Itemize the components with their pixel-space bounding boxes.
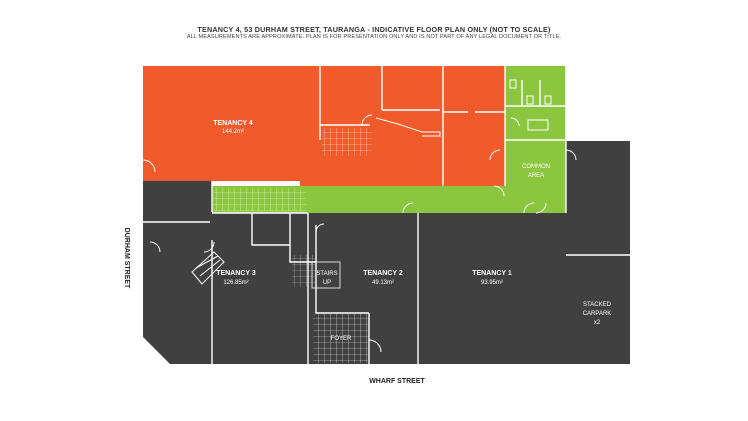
stairs-label-line1: STAIRS — [316, 271, 337, 277]
tenancy-2-area-label: 49.13m² — [372, 280, 394, 286]
toilet-fixtures — [509, 79, 552, 131]
tenancy-3-inner-area — [212, 212, 318, 364]
tenancy-3-stairs — [292, 255, 316, 287]
common-area-label-line2: AREA — [528, 173, 544, 179]
tenancy-4-label: TENANCY 4 — [213, 120, 253, 127]
ramp — [375, 117, 441, 137]
plan-title: TENANCY 4, 53 DURHAM STREET, TAURANGA - … — [197, 25, 551, 34]
tenancy-4-area-label: 144.2m² — [222, 129, 244, 135]
door-swings — [142, 114, 577, 353]
tenancy-2-label: TENANCY 2 — [363, 270, 403, 277]
carpark-label-line1: STACKED — [583, 302, 612, 308]
durham-street-label: DURHAM STREET — [123, 228, 130, 289]
stairs-label-line2: UP — [323, 280, 331, 286]
tenancy-3-area — [143, 181, 212, 364]
diagonal-stair — [191, 251, 225, 285]
plan-disclaimer: ALL MEASUREMENTS ARE APPROXIMATE. PLAN I… — [186, 34, 562, 40]
tenancy-1-area — [418, 213, 566, 364]
carpark-area — [566, 141, 630, 364]
tenancy-3-label: TENANCY 3 — [216, 270, 256, 277]
corridor-stairs — [214, 188, 306, 211]
foyer-label: FOYER — [331, 336, 352, 342]
carpark-label-line2: CARPARK — [583, 311, 612, 317]
tenancy-4-stairs — [322, 128, 372, 156]
carpark-label-line3: x2 — [594, 320, 601, 326]
tenancy-1-area-label: 93.95m² — [481, 280, 503, 286]
common-area-label-line1: COMMON — [522, 164, 550, 170]
wharf-street-label: WHARF STREET — [369, 378, 425, 385]
tenancy-1-label: TENANCY 1 — [472, 270, 512, 277]
foyer-floor — [313, 313, 369, 363]
tenancy-3-area-label: 126.85m² — [223, 280, 248, 286]
